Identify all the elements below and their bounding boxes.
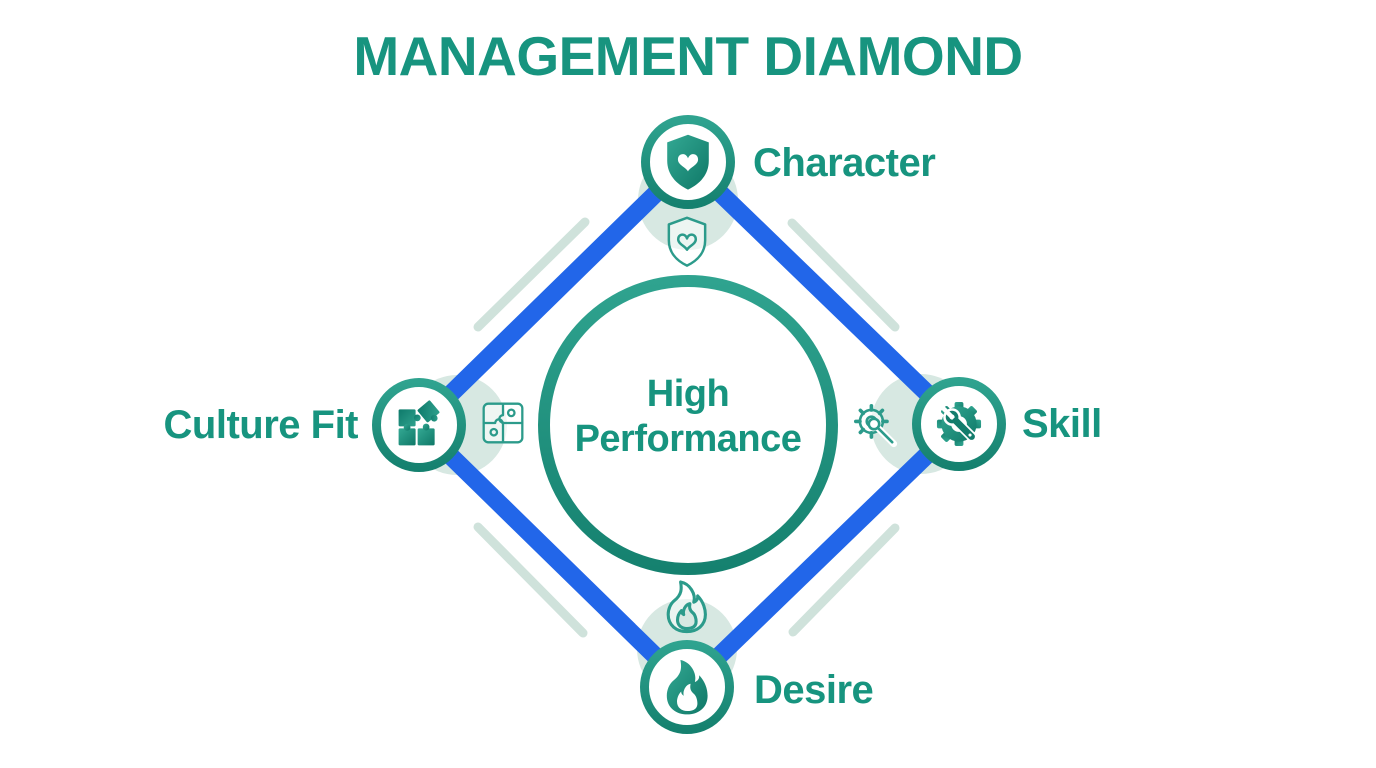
label-skill: Skill (1022, 402, 1102, 446)
decor-line-bottom-right (788, 523, 900, 637)
node-circle-culture-fit (372, 378, 466, 472)
page-title: MANAGEMENT DIAMOND (353, 25, 1023, 87)
shield-heart-outline-icon (667, 216, 707, 267)
center-circle (538, 275, 838, 575)
center-label: High Performance (488, 372, 888, 462)
label-culture-fit: Culture Fit (163, 403, 359, 447)
center-label-line1: High (646, 373, 730, 415)
flame-icon (666, 660, 708, 715)
puzzle-icon (398, 400, 440, 446)
label-desire: Desire (754, 668, 874, 712)
node-circle-desire (640, 640, 734, 734)
gear-wrench-outline-icon (853, 403, 898, 448)
decor-line-top-right (787, 218, 900, 332)
puzzle-outline-icon (482, 402, 524, 444)
label-character: Character (753, 141, 936, 185)
decor-accent-lines (473, 217, 900, 638)
shield-heart-icon (667, 134, 709, 190)
decor-line-top-left (473, 217, 590, 332)
center-label-line2: Performance (574, 418, 802, 460)
decor-line-bottom-left (473, 522, 588, 638)
gear-wrench-icon (936, 401, 982, 447)
node-circles (372, 115, 1006, 734)
flame-outline-icon (666, 580, 707, 634)
